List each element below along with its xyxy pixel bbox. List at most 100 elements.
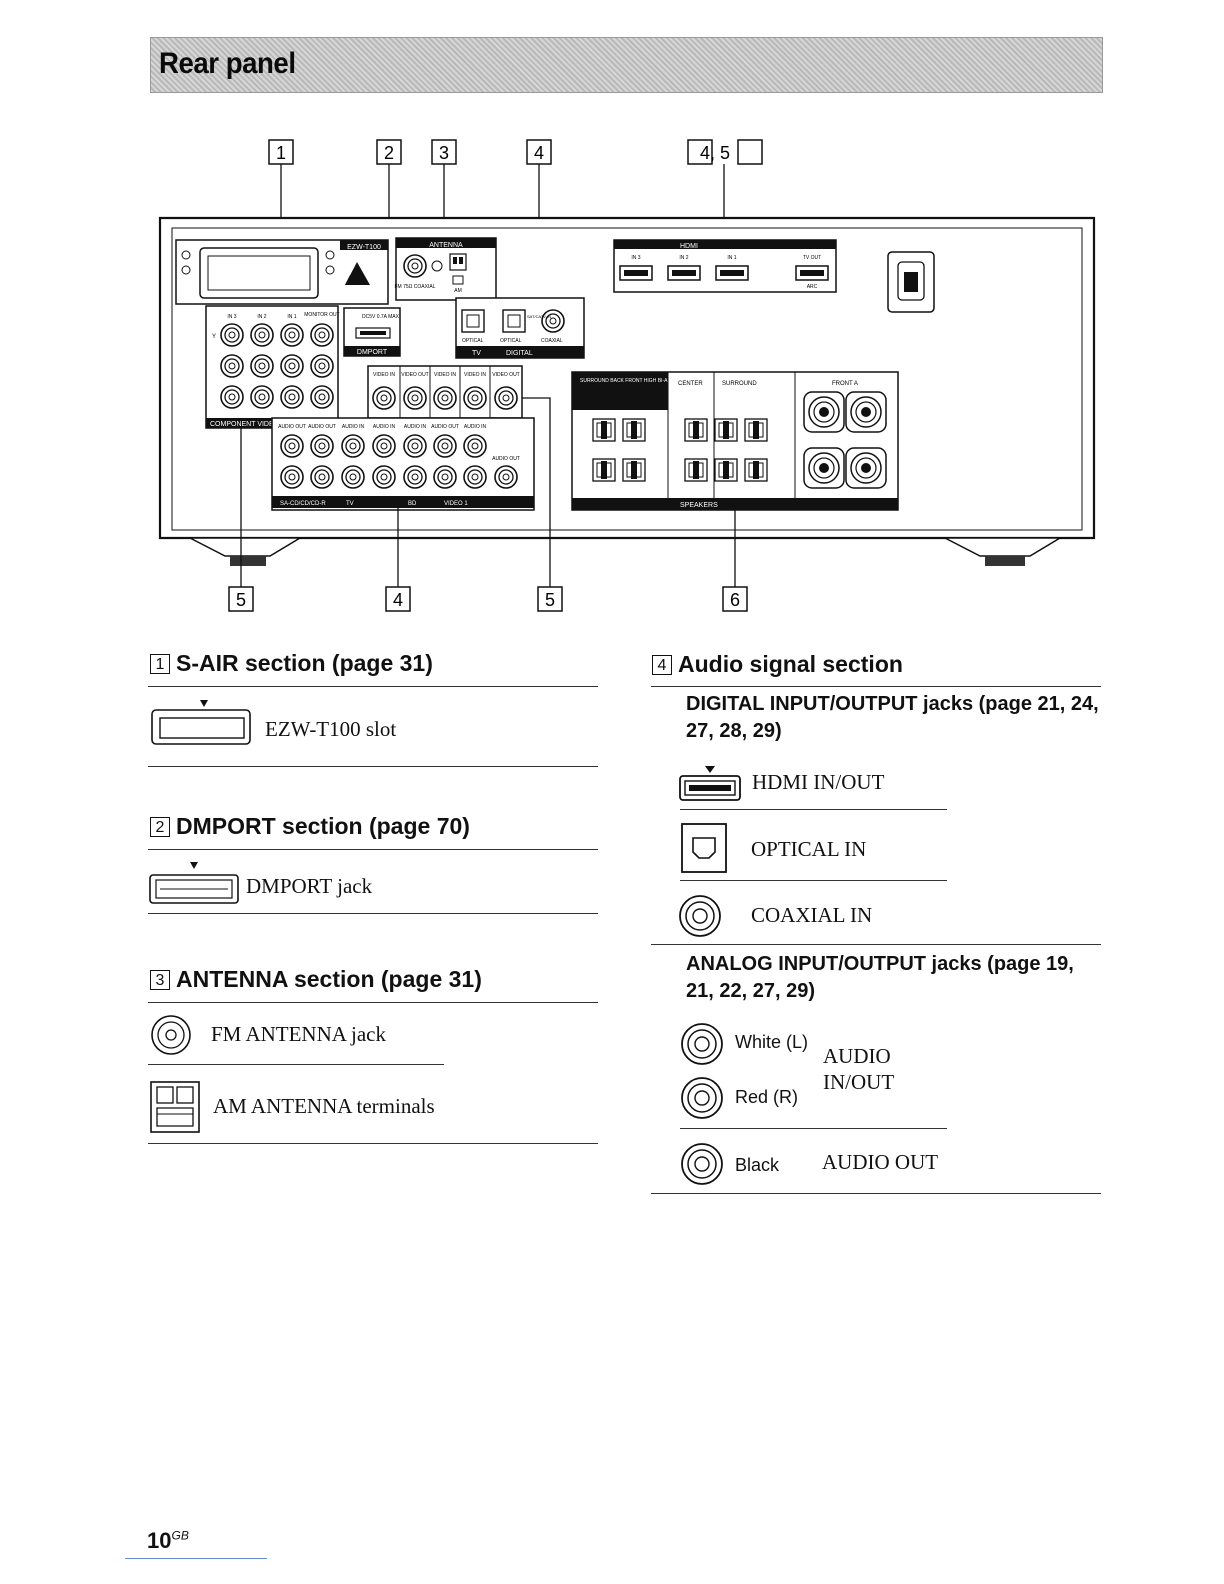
svg-text:AUDIO IN: AUDIO IN xyxy=(404,424,427,430)
svg-text:BD: BD xyxy=(408,501,417,507)
svg-text:TV: TV xyxy=(346,501,354,507)
svg-text:ANTENNA: ANTENNA xyxy=(429,242,463,249)
svg-text:FM 75Ω COAXIAL: FM 75Ω COAXIAL xyxy=(395,284,436,290)
white-jack-icon xyxy=(681,1023,723,1065)
svg-text:FRONT A: FRONT A xyxy=(832,381,858,387)
divider xyxy=(651,1193,1101,1194)
svg-text:IN 2: IN 2 xyxy=(257,314,266,320)
svg-text:TV OUT: TV OUT xyxy=(803,255,821,261)
callout-bottom-6: 6 xyxy=(722,586,748,612)
callout-top-1: 1 xyxy=(268,139,294,165)
svg-text:5: 5 xyxy=(236,590,246,610)
divider xyxy=(148,849,598,850)
audio-inout-label-2: IN/OUT xyxy=(823,1070,895,1094)
ezw-slot-icon xyxy=(151,700,251,745)
footer-line xyxy=(125,1558,267,1559)
power-inlet xyxy=(887,251,935,313)
svg-text:4: 4 xyxy=(534,143,544,163)
svg-text:COAXIAL: COAXIAL xyxy=(541,338,563,344)
divider xyxy=(651,944,1101,945)
svg-text:2: 2 xyxy=(384,143,394,163)
svg-text:MONITOR OUT: MONITOR OUT xyxy=(304,312,339,318)
svg-text:VIDEO IN: VIDEO IN xyxy=(434,372,456,378)
svg-text:DMPORT: DMPORT xyxy=(357,349,388,356)
svg-text:SPEAKERS: SPEAKERS xyxy=(680,502,718,509)
hdmi-label: HDMI IN/OUT xyxy=(752,770,885,794)
divider xyxy=(148,766,598,767)
svg-text:DC5V 0.7A MAX: DC5V 0.7A MAX xyxy=(362,314,400,320)
svg-text:AUDIO OUT: AUDIO OUT xyxy=(492,456,520,462)
divider xyxy=(651,686,1101,687)
svg-text:4, 5: 4, 5 xyxy=(700,143,730,163)
ezw-slot-label: EZW-T100 slot xyxy=(265,717,397,741)
divider xyxy=(680,809,947,810)
digital-heading: DIGITAL INPUT/OUTPUT jacks (page 21, 24,… xyxy=(686,693,1099,742)
svg-text:IN 1: IN 1 xyxy=(727,255,736,261)
svg-text:EZW-T100: EZW-T100 xyxy=(347,244,381,251)
svg-text:AUDIO IN: AUDIO IN xyxy=(342,424,365,430)
page-number: 10GB xyxy=(147,1528,189,1553)
callout-bottom-4: 4 xyxy=(385,586,411,612)
svg-text:VIDEO IN: VIDEO IN xyxy=(373,372,395,378)
digital-section: OPTICAL OPTICAL COAXIAL SAT/CATV IN TV D… xyxy=(455,297,585,359)
svg-text:SAT/CATV IN: SAT/CATV IN xyxy=(527,314,551,319)
svg-text:AUDIO OUT: AUDIO OUT xyxy=(278,424,306,430)
s-air-slot: EZW-T100 xyxy=(175,239,389,305)
component-video-section: IN 3 IN 2 IN 1 MONITOR OUT Y COMPONENT V… xyxy=(205,305,340,429)
dmport-section: DC5V 0.7A MAX DMPORT xyxy=(343,307,401,357)
callout-top-3: 3 xyxy=(431,139,457,165)
svg-text:SURROUND: SURROUND xyxy=(722,381,757,387)
dmport-icon xyxy=(149,862,239,904)
hdmi-section: HDMI IN 3 IN 2 IN 1 TV OUT ARC xyxy=(613,239,837,293)
svg-text:VIDEO 1: VIDEO 1 xyxy=(444,501,468,507)
svg-text:VIDEO OUT: VIDEO OUT xyxy=(492,372,520,378)
callout-top-4-5: 4, 5 xyxy=(687,139,763,165)
svg-text:IN 1: IN 1 xyxy=(287,314,296,320)
svg-text:DIGITAL: DIGITAL xyxy=(506,350,533,357)
white-label: White (L) xyxy=(735,1032,809,1052)
svg-text:Y: Y xyxy=(212,334,216,340)
svg-text:VIDEO IN: VIDEO IN xyxy=(464,372,486,378)
svg-text:3: 3 xyxy=(439,143,449,163)
analog-heading: ANALOG INPUT/OUTPUT jacks (page 19, 21, … xyxy=(686,953,1074,1002)
antenna-section: ANTENNA FM 75Ω COAXIAL AM xyxy=(395,237,497,301)
svg-text:HDMI: HDMI xyxy=(680,243,698,250)
svg-text:COMPONENT VIDEO: COMPONENT VIDEO xyxy=(210,421,280,428)
svg-text:AUDIO OUT: AUDIO OUT xyxy=(308,424,336,430)
black-jack-icon xyxy=(681,1143,723,1185)
divider xyxy=(148,686,598,687)
svg-text:AUDIO IN: AUDIO IN xyxy=(464,424,487,430)
svg-text:ARC: ARC xyxy=(807,284,818,290)
svg-text:CENTER: CENTER xyxy=(678,381,703,387)
fm-antenna-icon xyxy=(151,1015,191,1055)
speakers-section: SURROUND BACK FRONT HIGH BI-AMP FRONT B … xyxy=(571,371,899,511)
svg-text:TV: TV xyxy=(472,350,481,357)
hdmi-icon xyxy=(679,766,741,801)
rear-panel-diagram: 1 2 3 4 4, 5 EZW-T100 ANTENNA xyxy=(158,139,1096,612)
section-banner: Rear panel xyxy=(150,37,1103,93)
audio-out-label: AUDIO OUT xyxy=(822,1150,939,1174)
svg-text:AUDIO IN: AUDIO IN xyxy=(373,424,396,430)
video-audio-section: VIDEO IN VIDEO OUT VIDEO IN VIDEO IN VID… xyxy=(271,365,535,511)
black-label: Black xyxy=(735,1155,780,1175)
divider xyxy=(148,913,598,914)
svg-text:OPTICAL: OPTICAL xyxy=(462,338,484,344)
page-title: Rear panel xyxy=(159,47,296,80)
svg-text:1: 1 xyxy=(276,143,286,163)
red-jack-icon xyxy=(681,1077,723,1119)
svg-text:VIDEO OUT: VIDEO OUT xyxy=(401,372,429,378)
section-1-number: 1 xyxy=(150,654,170,674)
svg-text:AM: AM xyxy=(454,288,462,294)
svg-text:IN 3: IN 3 xyxy=(227,314,236,320)
svg-text:SURROUND BACK FRONT HIGH BI-AM: SURROUND BACK FRONT HIGH BI-AMP FRONT B xyxy=(580,378,699,384)
callout-top-2: 2 xyxy=(376,139,402,165)
divider xyxy=(680,1128,947,1129)
red-label: Red (R) xyxy=(735,1087,799,1107)
audio-inout-label-1: AUDIO xyxy=(823,1044,891,1068)
divider xyxy=(680,880,947,881)
coaxial-label: COAXIAL IN xyxy=(751,903,873,927)
svg-text:6: 6 xyxy=(730,590,740,610)
